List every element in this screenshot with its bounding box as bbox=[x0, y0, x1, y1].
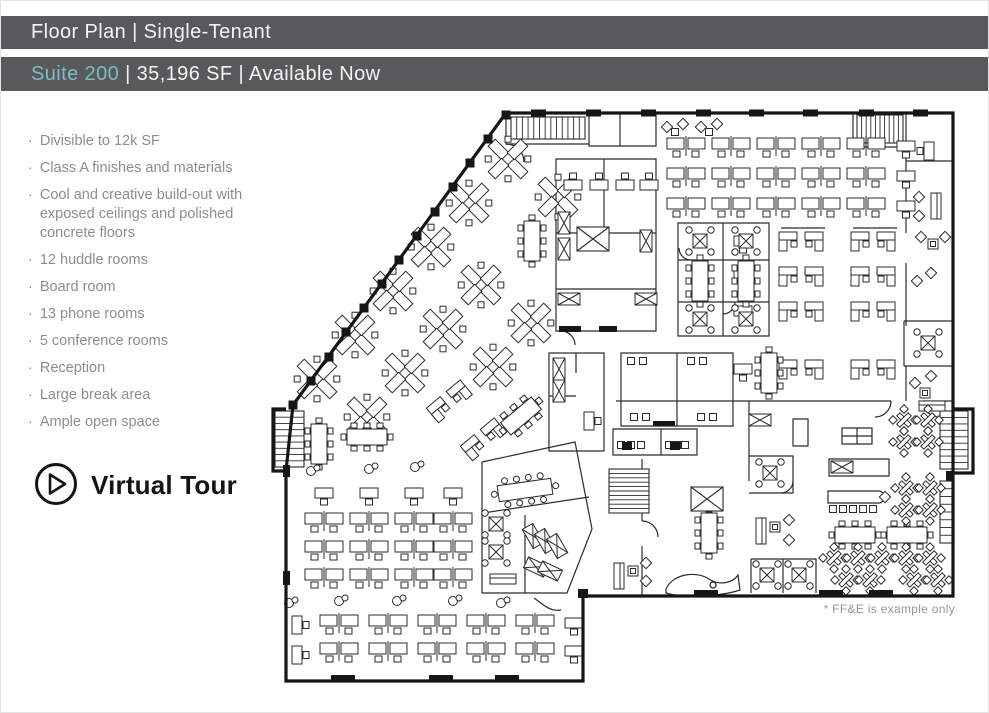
title-bar: Floor Plan | Single-Tenant bbox=[1, 16, 988, 49]
feature-item: · Board room bbox=[28, 278, 283, 297]
suite-name: Suite 200 bbox=[31, 62, 120, 85]
feature-item: · 5 conference rooms bbox=[28, 332, 283, 351]
feature-text: 12 huddle rooms bbox=[39, 252, 148, 268]
bullet-icon: · bbox=[28, 279, 33, 295]
feature-text: Board room bbox=[39, 279, 116, 295]
suite-info: | 35,196 SF | Available Now bbox=[125, 62, 381, 85]
feature-item: · 13 phone rooms bbox=[28, 305, 283, 324]
feature-text: Divisible to 12k SF bbox=[39, 133, 160, 149]
virtual-tour-button[interactable]: Virtual Tour bbox=[34, 462, 237, 509]
bullet-icon: · bbox=[28, 133, 33, 149]
bullet-icon: · bbox=[28, 252, 33, 268]
feature-text: Ample open space bbox=[39, 414, 160, 430]
feature-text: Large break area bbox=[39, 387, 151, 403]
feature-item: · Reception bbox=[28, 359, 283, 378]
feature-list: · Divisible to 12k SF · Class A finishes an… bbox=[28, 132, 283, 440]
bullet-icon: · bbox=[28, 414, 33, 430]
bullet-icon: · bbox=[28, 387, 33, 403]
page-title: Floor Plan | Single-Tenant bbox=[31, 21, 272, 43]
bullet-icon: · bbox=[28, 333, 33, 349]
bullet-icon: · bbox=[28, 187, 33, 203]
virtual-tour-label: Virtual Tour bbox=[91, 470, 237, 500]
feature-text: Cool and creative build-out with exposed… bbox=[39, 187, 243, 241]
feature-text: Class A finishes and materials bbox=[39, 160, 233, 176]
feature-text: 13 phone rooms bbox=[39, 306, 145, 322]
bullet-icon: · bbox=[28, 306, 33, 322]
feature-item: · 12 huddle rooms bbox=[28, 251, 283, 270]
bullet-icon: · bbox=[28, 160, 33, 176]
ffe-footnote: * FF&E is example only bbox=[823, 602, 955, 616]
feature-item: · Cool and creative build-out with expose… bbox=[28, 186, 283, 243]
suite-bar: Suite 200 | 35,196 SF | Available Now bbox=[1, 57, 988, 91]
feature-item: · Ample open space bbox=[28, 413, 283, 432]
bullet-icon: · bbox=[28, 360, 33, 376]
feature-item: · Class A finishes and materials bbox=[28, 159, 283, 178]
feature-item: · Large break area bbox=[28, 386, 283, 405]
play-circle-icon bbox=[34, 462, 78, 509]
feature-text: Reception bbox=[39, 360, 106, 376]
feature-item: · Divisible to 12k SF bbox=[28, 132, 283, 151]
feature-text: 5 conference rooms bbox=[39, 333, 168, 349]
